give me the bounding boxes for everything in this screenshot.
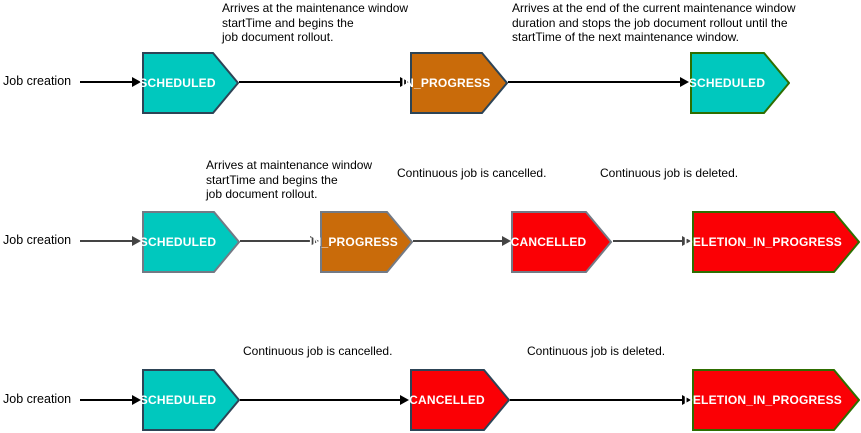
- annotation-maintenance-start: Arrives at maintenance window startTime …: [206, 158, 373, 201]
- state-node-deletion-in-progress: DELETION_IN_PROGRESS: [683, 369, 860, 431]
- arrow-line: [239, 81, 402, 83]
- arrow-line: [80, 399, 134, 401]
- pentagon-shape: [142, 52, 239, 114]
- arrow-line: [80, 81, 134, 83]
- state-node-label: CANCELLED: [409, 393, 485, 407]
- state-node-scheduled: SCHEDULED: [688, 52, 790, 114]
- annotation-maintenance-start: Arrives at the maintenance window startT…: [222, 1, 409, 44]
- pentagon-outline: [692, 211, 860, 273]
- arrowhead-icon: [502, 236, 511, 246]
- pentagon-shape: [511, 211, 612, 273]
- pentagon-outline: [142, 369, 240, 431]
- pentagon-shape: [692, 369, 860, 431]
- state-node-deletion-in-progress: DELETION_IN_PROGRESS: [683, 211, 860, 273]
- arrowhead-icon: [682, 395, 691, 405]
- state-node-label: DELETION_IN_PROGRESS: [683, 235, 843, 249]
- state-node-in-progress: IN_PROGRESS: [401, 52, 508, 114]
- arrow-line: [413, 240, 504, 242]
- arrowhead-icon: [132, 395, 141, 405]
- state-node-label: IN_PROGRESS: [401, 76, 491, 90]
- state-node-label: SCHEDULED: [139, 393, 217, 407]
- pentagon-outline: [142, 52, 239, 114]
- pentagon-shape: [410, 52, 508, 114]
- state-node-in-progress: IN_PROGRESS: [309, 211, 413, 273]
- pentagon-outline: [690, 52, 790, 114]
- annotation-deleted: Continuous job is deleted.: [527, 344, 666, 358]
- pentagon-outline: [511, 211, 612, 273]
- arrowhead-icon: [680, 77, 689, 87]
- job-creation-label: Job creation: [3, 392, 72, 406]
- arrow-line: [508, 81, 682, 83]
- state-node-label: IN_PROGRESS: [309, 235, 398, 249]
- state-node-scheduled: SCHEDULED: [139, 369, 240, 431]
- arrowhead-icon: [132, 236, 141, 246]
- state-node-label: SCHEDULED: [139, 76, 216, 90]
- state-node-scheduled: SCHEDULED: [139, 52, 239, 114]
- state-node-cancelled: CANCELLED: [511, 211, 612, 273]
- arrowhead-icon: [682, 236, 691, 246]
- state-node-label: SCHEDULED: [139, 235, 217, 249]
- arrow-line: [240, 240, 312, 242]
- pentagon-outline: [320, 211, 413, 273]
- pentagon-outline: [410, 52, 508, 114]
- arrow-line: [240, 399, 402, 401]
- state-node-scheduled: SCHEDULED: [139, 211, 240, 273]
- pentagon-shape: [142, 369, 240, 431]
- pentagon-shape: [142, 211, 240, 273]
- pentagon-outline: [410, 369, 510, 431]
- pentagon-shape: [692, 211, 860, 273]
- arrow-line: [613, 240, 684, 242]
- annotation-deleted: Continuous job is deleted.: [600, 166, 739, 180]
- arrowhead-icon: [132, 77, 141, 87]
- pentagon-outline: [142, 211, 240, 273]
- annotation-cancelled: Continuous job is cancelled.: [243, 344, 393, 358]
- pentagon-shape: [690, 52, 790, 114]
- annotation-cancelled: Continuous job is cancelled.: [397, 166, 547, 180]
- job-creation-label: Job creation: [3, 233, 72, 247]
- job-creation-label: Job creation: [3, 74, 72, 88]
- pentagon-shape: [320, 211, 413, 273]
- arrow-line: [510, 399, 684, 401]
- arrow-line: [80, 240, 134, 242]
- arrowhead-icon: [310, 236, 319, 246]
- state-node-label: DELETION_IN_PROGRESS: [683, 393, 843, 407]
- arrowhead-icon: [400, 77, 409, 87]
- state-node-label: CANCELLED: [510, 235, 587, 249]
- pentagon-shape: [410, 369, 510, 431]
- annotation-maintenance-end: Arrives at the end of the current mainte…: [512, 1, 796, 44]
- pentagon-outline: [692, 369, 860, 431]
- arrowhead-icon: [400, 395, 409, 405]
- state-node-cancelled: CANCELLED: [409, 369, 510, 431]
- state-node-label: SCHEDULED: [688, 76, 766, 90]
